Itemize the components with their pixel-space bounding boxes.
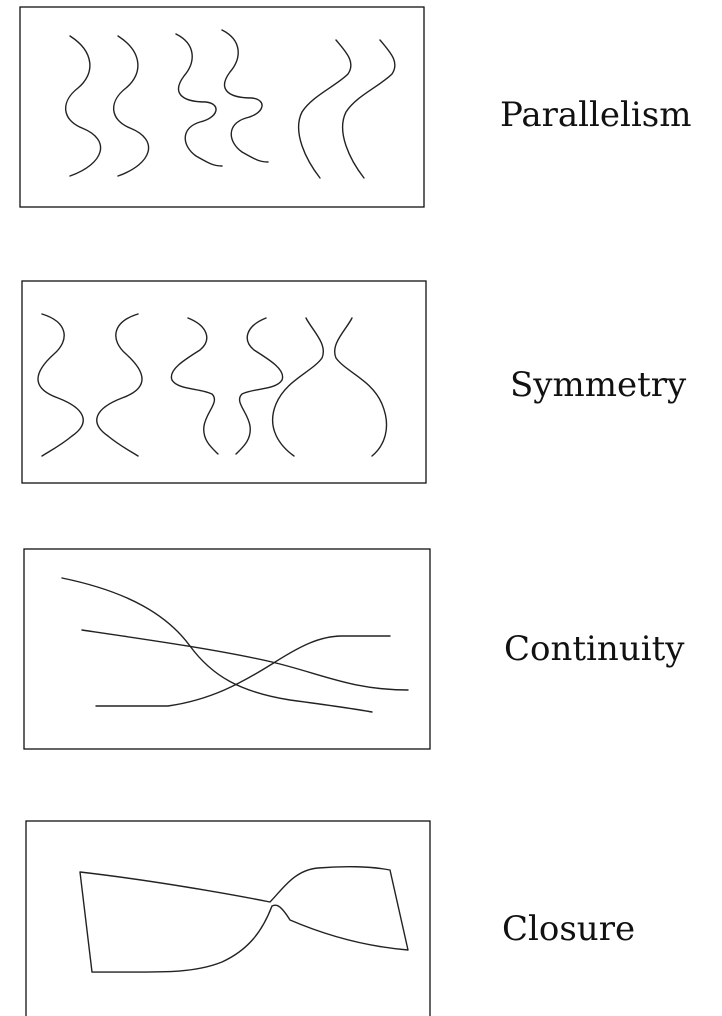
- symmetry-curve: [37, 313, 84, 457]
- panel-continuity-box: [23, 548, 431, 750]
- symmetry-curve: [96, 313, 143, 457]
- closure-shape: [79, 865, 409, 973]
- panel-parallelism: Parallelism: [19, 6, 691, 208]
- panel-symmetry: Symmetry: [21, 280, 687, 484]
- panel-label-continuity: Continuity: [504, 629, 685, 669]
- panel-continuity: Continuity: [23, 548, 685, 750]
- panel-label-closure: Closure: [502, 909, 635, 949]
- parallel-curve: [113, 35, 150, 177]
- panel-symmetry-box: [21, 280, 427, 484]
- symmetry-curve: [334, 317, 388, 457]
- continuity-curve: [61, 577, 373, 713]
- symmetry-curve: [170, 317, 219, 455]
- symmetry-curve: [235, 317, 284, 455]
- symmetry-curve: [271, 317, 324, 457]
- panel-closure: Closure: [25, 820, 635, 1016]
- panel-parallelism-box: [19, 6, 425, 208]
- continuity-curve: [81, 629, 409, 691]
- parallel-curve: [65, 35, 102, 177]
- parallel-curve: [175, 33, 223, 167]
- panel-closure-box: [25, 820, 431, 1016]
- panel-label-parallelism: Parallelism: [500, 95, 691, 135]
- parallel-curve: [297, 39, 352, 179]
- panel-label-symmetry: Symmetry: [510, 365, 687, 405]
- continuity-curve: [95, 635, 391, 707]
- parallel-curve: [341, 39, 396, 179]
- parallel-curve: [221, 29, 269, 163]
